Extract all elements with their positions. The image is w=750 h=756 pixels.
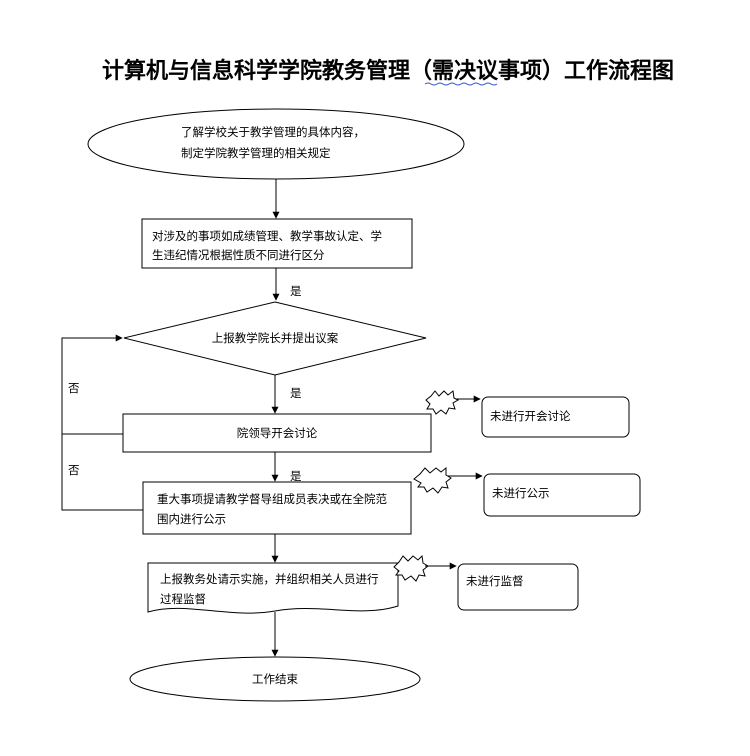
side-publicity-box — [483, 473, 641, 517]
meeting-text: 院领导开会讨论 — [237, 426, 318, 440]
end-ellipse — [129, 656, 421, 702]
side-meeting-text: 未进行开会讨论 — [490, 409, 571, 423]
end-text: 工作结束 — [252, 672, 298, 686]
report-text-line1: 上报教务处请示实施，并组织相关人员进行 — [160, 572, 379, 586]
burst-icon-supervision — [393, 554, 429, 582]
yes-label-2: 是 — [290, 386, 302, 400]
vote-text-line1: 重大事项提请教学督导组成员表决或在全院范 — [157, 492, 387, 506]
no-label-2: 否 — [68, 463, 80, 477]
report-document — [147, 562, 399, 614]
yes-label-1: 是 — [290, 284, 302, 298]
classify-box — [141, 218, 413, 269]
start-ellipse — [87, 108, 465, 180]
vote-text-line2: 围内进行公示 — [157, 512, 226, 526]
side-meeting-box — [481, 396, 630, 438]
start-text-line1: 了解学校关于教学管理的具体内容， — [181, 125, 365, 139]
side-publicity-text: 未进行公示 — [492, 486, 550, 500]
diagram-title: 计算机与信息科学学院教务管理（需决议事项）工作流程图 — [102, 58, 674, 84]
classify-text-line2: 生违纪情况根据性质不同进行区分 — [152, 248, 325, 262]
no-label-1: 否 — [68, 381, 80, 395]
vote-box — [142, 481, 412, 535]
meeting-box — [122, 413, 432, 453]
start-text-line2: 制定学院教学管理的相关规定 — [181, 146, 331, 160]
spellcheck-underline — [424, 82, 498, 86]
no-loop-vote — [61, 334, 143, 511]
side-supervision-box — [457, 563, 579, 611]
side-supervision-text: 未进行监督 — [466, 574, 524, 588]
burst-icon-meeting — [425, 390, 460, 415]
yes-label-3: 是 — [290, 469, 302, 483]
decision-text: 上报教学院长并提出议案 — [212, 331, 339, 345]
burst-icon-publicity — [413, 466, 452, 494]
report-text-line2: 过程监督 — [160, 592, 206, 606]
classify-text-line1: 对涉及的事项如成绩管理、教学事故认定、学 — [152, 229, 382, 243]
